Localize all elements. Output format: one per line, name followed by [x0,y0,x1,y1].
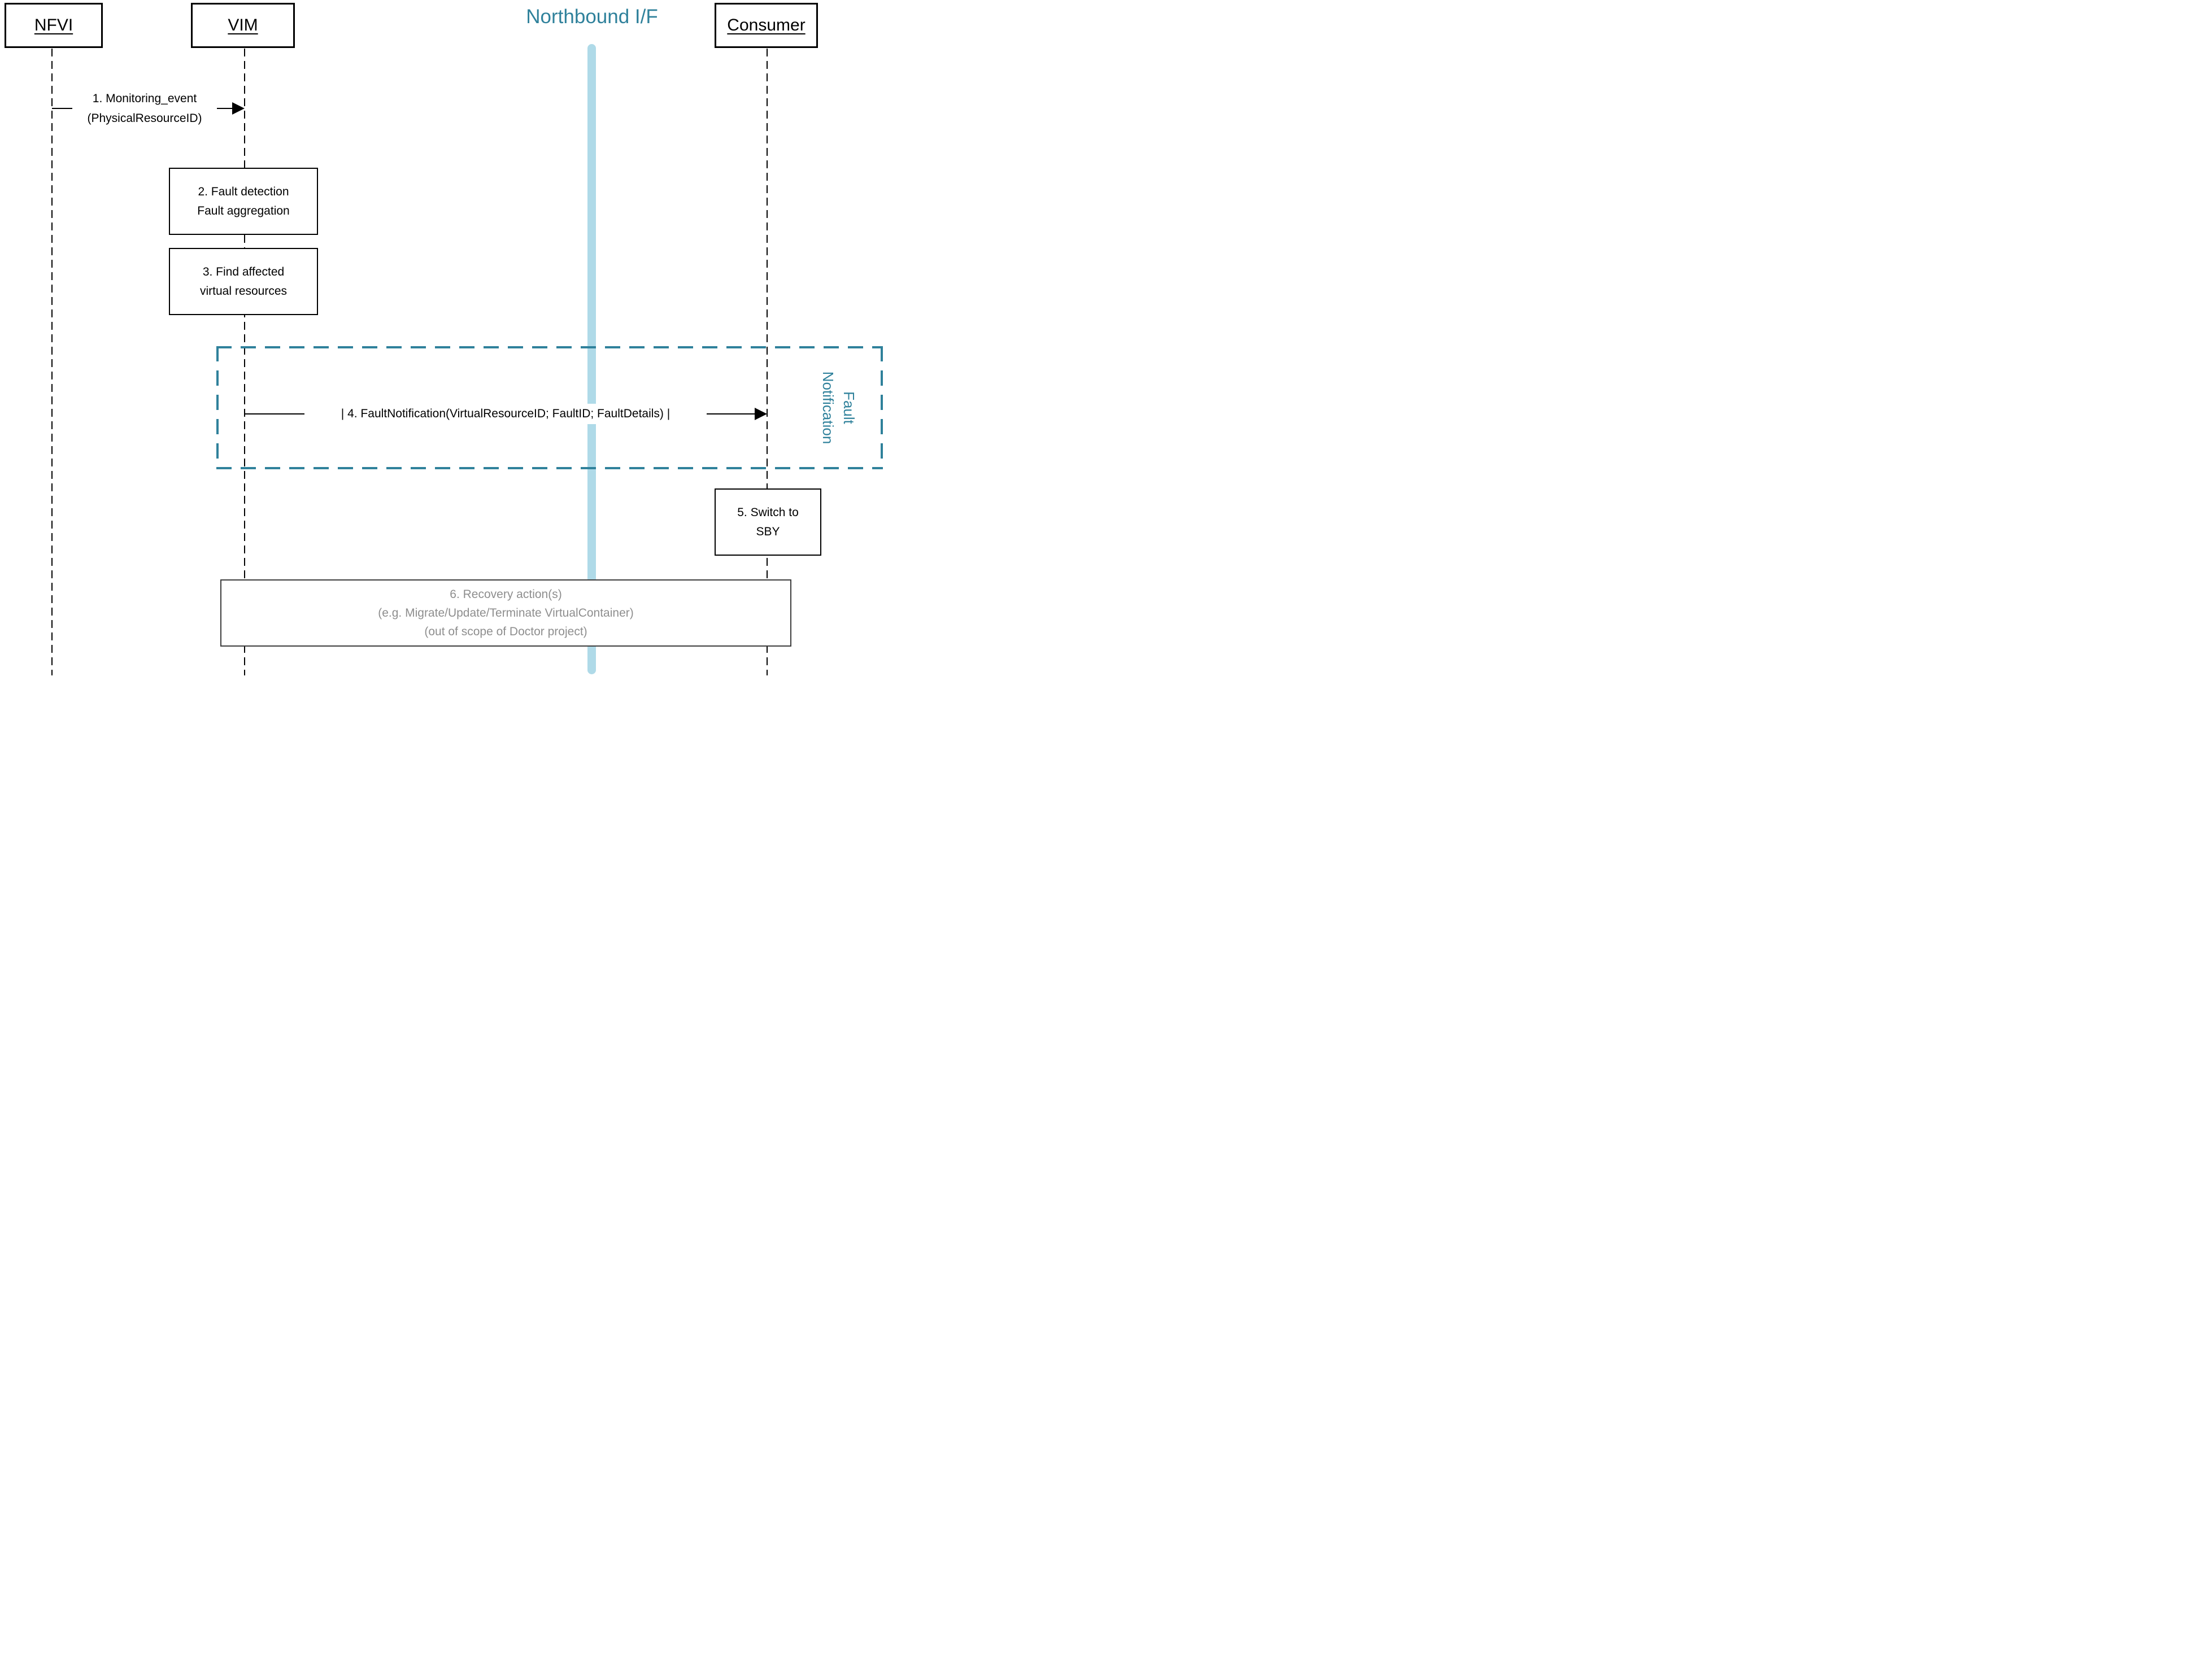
frame-left-edge [216,346,219,469]
message-1-label: 1. Monitoring_event (PhysicalResourceID) [72,89,217,128]
activity-box-2: 2. Fault detection Fault aggregation [169,168,318,235]
frame-label-line1: Fault [841,391,857,424]
box6-line3: (out of scope of Doctor project) [424,625,587,638]
box5-line1: 5. Switch to [737,505,799,519]
vim-lifeline [244,49,245,675]
frame-label-line2: Notification [820,371,837,444]
sequence-diagram: NFVI VIM Consumer Northbound I/F Fault N… [0,0,886,675]
nfvi-lifeline [51,49,53,675]
box5-line2: SBY [756,525,780,538]
frame-label: Fault Notification [817,360,859,456]
message-1-arrowhead-icon [232,102,245,115]
actor-box-nfvi: NFVI [5,3,103,48]
frame-right-edge [881,346,883,469]
consumer-lifeline [767,49,768,675]
actor-label-consumer: Consumer [727,16,806,34]
box6-line1: 6. Recovery action(s) [450,588,562,601]
actor-box-consumer: Consumer [715,3,818,48]
box3-line1: 3. Find affected [202,265,285,278]
fault-notification-frame [216,346,883,469]
frame-top-edge [216,346,883,348]
activity-box-3: 3. Find affected virtual resources [169,248,318,315]
actor-label-vim: VIM [228,16,258,34]
activity-box-5: 5. Switch to SBY [715,488,821,556]
northbound-title: Northbound I/F [526,6,658,28]
box3-line2: virtual resources [199,284,288,298]
box6-line2: (e.g. Migrate/Update/Terminate VirtualCo… [378,606,634,619]
frame-bottom-edge [216,467,883,469]
box2-line1: 2. Fault detection [198,185,289,198]
message-4-label: | 4. FaultNotification(VirtualResourceID… [304,404,707,424]
actor-box-vim: VIM [191,3,295,48]
message-1-line2: (PhysicalResourceID) [87,112,202,125]
message-4-arrowhead-icon [755,408,767,420]
box2-line2: Fault aggregation [197,204,290,217]
northbound-interface-bar [587,44,596,674]
recovery-box-6: 6. Recovery action(s) (e.g. Migrate/Upda… [220,579,791,647]
actor-label-nfvi: NFVI [34,16,73,34]
message-1-line1: 1. Monitoring_event [92,92,197,105]
